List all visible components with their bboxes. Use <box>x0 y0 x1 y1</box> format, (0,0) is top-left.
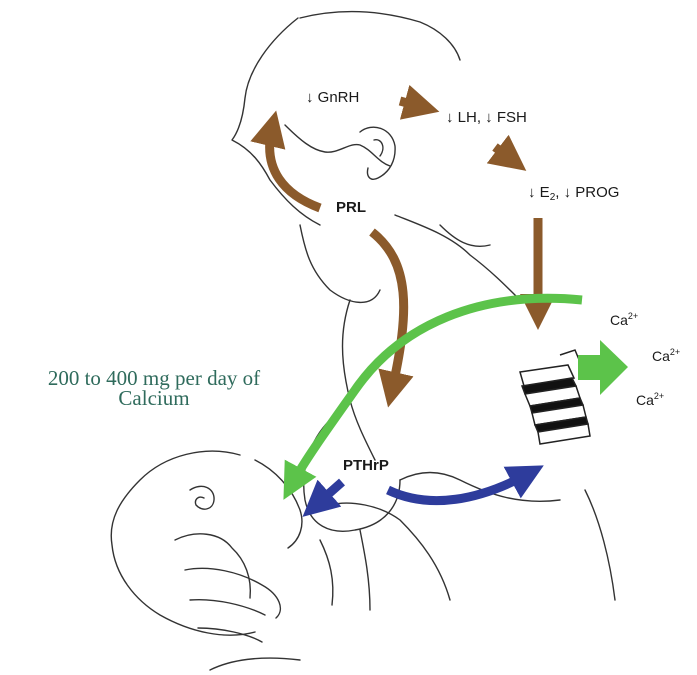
hormone-pathway-arrows <box>270 101 538 390</box>
mother-head-outline <box>232 18 320 225</box>
ca-ion-label-1: Ca2+ <box>610 312 638 327</box>
calcium-intake-line-1: 200 to 400 mg per day of <box>4 368 304 388</box>
lh-to-e2-arrow <box>495 147 512 160</box>
mother-neck <box>300 225 380 302</box>
mother-hand <box>175 534 250 598</box>
e2-prog-label: ↓ E2, ↓ PROG <box>528 185 619 203</box>
pthrp-to-bone-arrow <box>388 474 528 501</box>
mother-supporting-hand <box>330 503 450 600</box>
prl-label: PRL <box>336 200 366 215</box>
calcium-intake-label: 200 to 400 mg per day of Calcium <box>4 368 304 408</box>
ca-ion-label-2: Ca2+ <box>652 348 680 363</box>
prog-label: , ↓ PROG <box>555 184 619 201</box>
mother-hair <box>300 12 460 60</box>
ca-ion-label-3: Ca2+ <box>636 392 664 407</box>
mother-infant-illustration <box>111 12 615 670</box>
gnrh-to-lh-arrow <box>400 101 422 107</box>
lh-fsh-label: ↓ LH, ↓ FSH <box>446 110 527 125</box>
calcium-release-icon <box>578 340 628 395</box>
pthrp-arrows <box>316 474 528 505</box>
gnrh-label: ↓ GnRH <box>306 90 359 105</box>
mother-ear <box>360 127 395 179</box>
mother-face <box>285 125 390 166</box>
e2-label: ↓ E <box>528 184 550 201</box>
pthrp-to-infant-arrow <box>316 482 342 505</box>
prl-to-gnrh-arrow <box>270 128 320 208</box>
infant-head <box>111 451 255 635</box>
pthrp-label: PTHrP <box>343 458 389 473</box>
infant-ear <box>190 486 214 509</box>
calcium-intake-line-2: Calcium <box>4 388 304 408</box>
